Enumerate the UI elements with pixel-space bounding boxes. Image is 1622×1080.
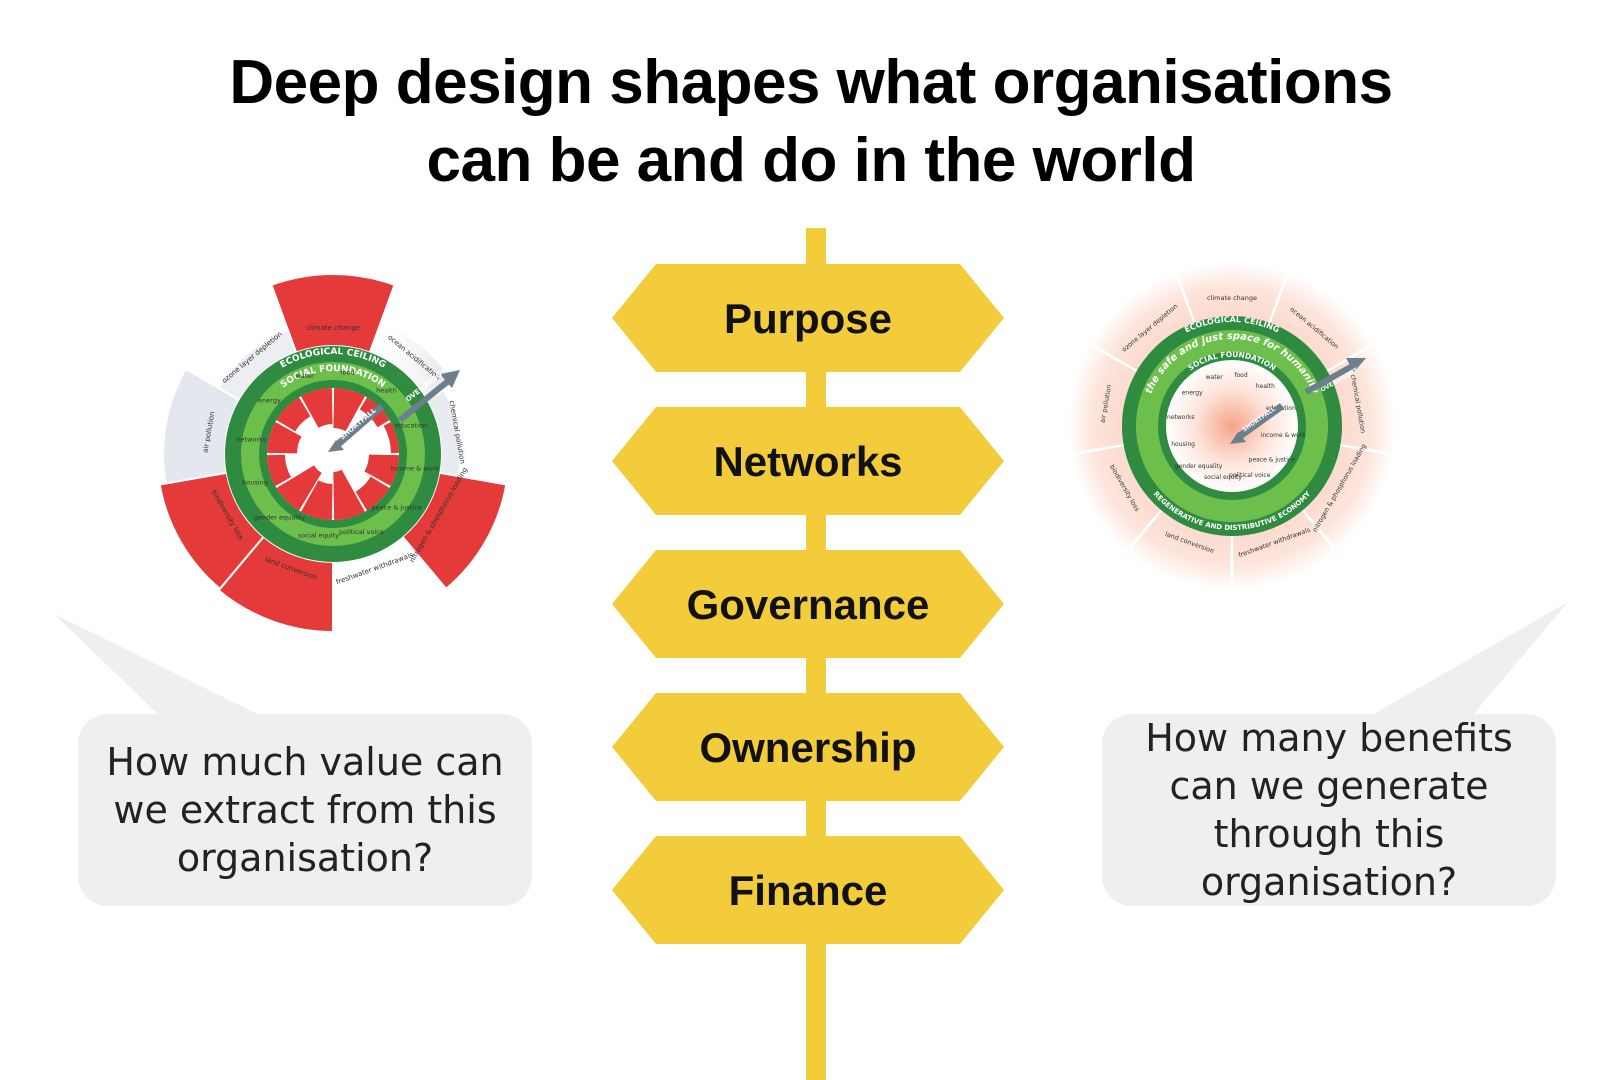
right-social-label-food: food: [1234, 372, 1247, 379]
left-bubble-box: [78, 714, 532, 906]
left-shortfall-wedge: [333, 469, 365, 520]
sign-label-networks: Networks: [713, 438, 902, 485]
sign-label-purpose: Purpose: [724, 295, 892, 342]
left-social-label-housing: housing: [242, 478, 268, 486]
right-ray-divider: [1175, 275, 1196, 324]
sign-ownership: [612, 693, 1004, 801]
left-shortfall-wedge: [355, 476, 390, 511]
left-social-label-food: food: [340, 368, 354, 376]
left-social-label-social-equity: social equity: [298, 532, 339, 540]
right-ray-divider: [1127, 509, 1163, 550]
left-shortfall-wedges: [267, 388, 399, 520]
left-social-label-health: health: [376, 386, 397, 394]
right-social-label-energy: energy: [1182, 390, 1203, 397]
right-inner-core: [1166, 360, 1298, 492]
left-social-label-income-work: income & work: [390, 464, 439, 472]
right-social-label-networks: networks: [1167, 414, 1195, 421]
left-shortfall-wedge: [383, 422, 399, 453]
right-social-label-political-voice: political voice: [1229, 472, 1271, 479]
right-speech-bubble-text: How many benefits can we generate throug…: [1145, 716, 1513, 904]
left-social-label-peace-justice: peace & justice: [372, 503, 422, 511]
left-bubble-tail: [54, 614, 262, 716]
right-ray-divider: [1230, 535, 1234, 586]
sign-networks: [612, 407, 1004, 515]
left-doughnut-diagram: ECOLOGICAL CEILING SOCIAL FOUNDATION cli…: [158, 272, 508, 634]
sign-label-governance: Governance: [687, 581, 930, 628]
right-ray-divider: [1268, 275, 1289, 324]
left-social-label-networks: networks: [236, 436, 266, 444]
right-bubble-box: [1102, 714, 1556, 906]
right-social-label-water: water: [1206, 374, 1224, 381]
right-doughnut-diagram: ECOLOGICAL CEILING the safe and just spa…: [1068, 262, 1396, 590]
left-overshoot-wedges: [158, 272, 508, 634]
right-ray-divider: [1092, 344, 1138, 373]
sign-label-finance: Finance: [729, 867, 888, 914]
right-social-label-peace-justice: peace & justice: [1249, 456, 1296, 463]
left-shortfall-wedge: [276, 465, 322, 511]
right-ray-divider: [1301, 509, 1337, 550]
right-ray-divider: [1074, 443, 1124, 456]
sign-finance: [612, 836, 1004, 944]
left-social-label-energy: energy: [258, 397, 281, 405]
left-shortfall-wedge: [267, 454, 292, 486]
right-ray-divider: [1340, 443, 1390, 456]
right-social-label-housing: housing: [1171, 441, 1195, 448]
sign-governance: [612, 550, 1004, 658]
left-shortfall-wedge: [276, 397, 311, 432]
left-social-label-gender-equality: gender equality: [254, 514, 305, 522]
left-shortfall-wedge: [267, 422, 302, 454]
sign-label-ownership: Ownership: [699, 724, 916, 771]
right-glow-rays: [1074, 275, 1390, 586]
right-social-label-gender-equality: gender equality: [1175, 463, 1223, 470]
left-shortfall-wedge: [301, 388, 333, 428]
right-eco-label-climate-change: climate change: [1207, 294, 1257, 302]
page-title: Deep design shapes what organisations ca…: [0, 44, 1622, 200]
left-speech-bubble-text: How much value can we extract from this …: [106, 740, 504, 880]
left-eco-label-climate-change: climate change: [306, 324, 360, 332]
title-line-2: can be and do in the world: [426, 126, 1196, 195]
sign-purpose: [612, 264, 1004, 372]
right-social-label-income-work: income & work: [1261, 432, 1307, 439]
signpost-signs: PurposeNetworksGovernanceOwnershipFinanc…: [612, 264, 1004, 944]
right-social-label-health: health: [1256, 383, 1275, 390]
title-line-1: Deep design shapes what organisations: [229, 48, 1393, 117]
left-social-label-water: water: [295, 372, 314, 380]
left-shortfall-wedge: [364, 454, 399, 486]
left-social-label-political-voice: political voice: [339, 528, 384, 536]
left-social-label-education: education: [395, 422, 427, 430]
right-bubble-tail: [1370, 602, 1568, 716]
right-social-label-social-equity: social equity: [1204, 474, 1242, 481]
left-shortfall-wedge: [301, 480, 333, 520]
left-shortfall-wedge: [333, 388, 365, 432]
